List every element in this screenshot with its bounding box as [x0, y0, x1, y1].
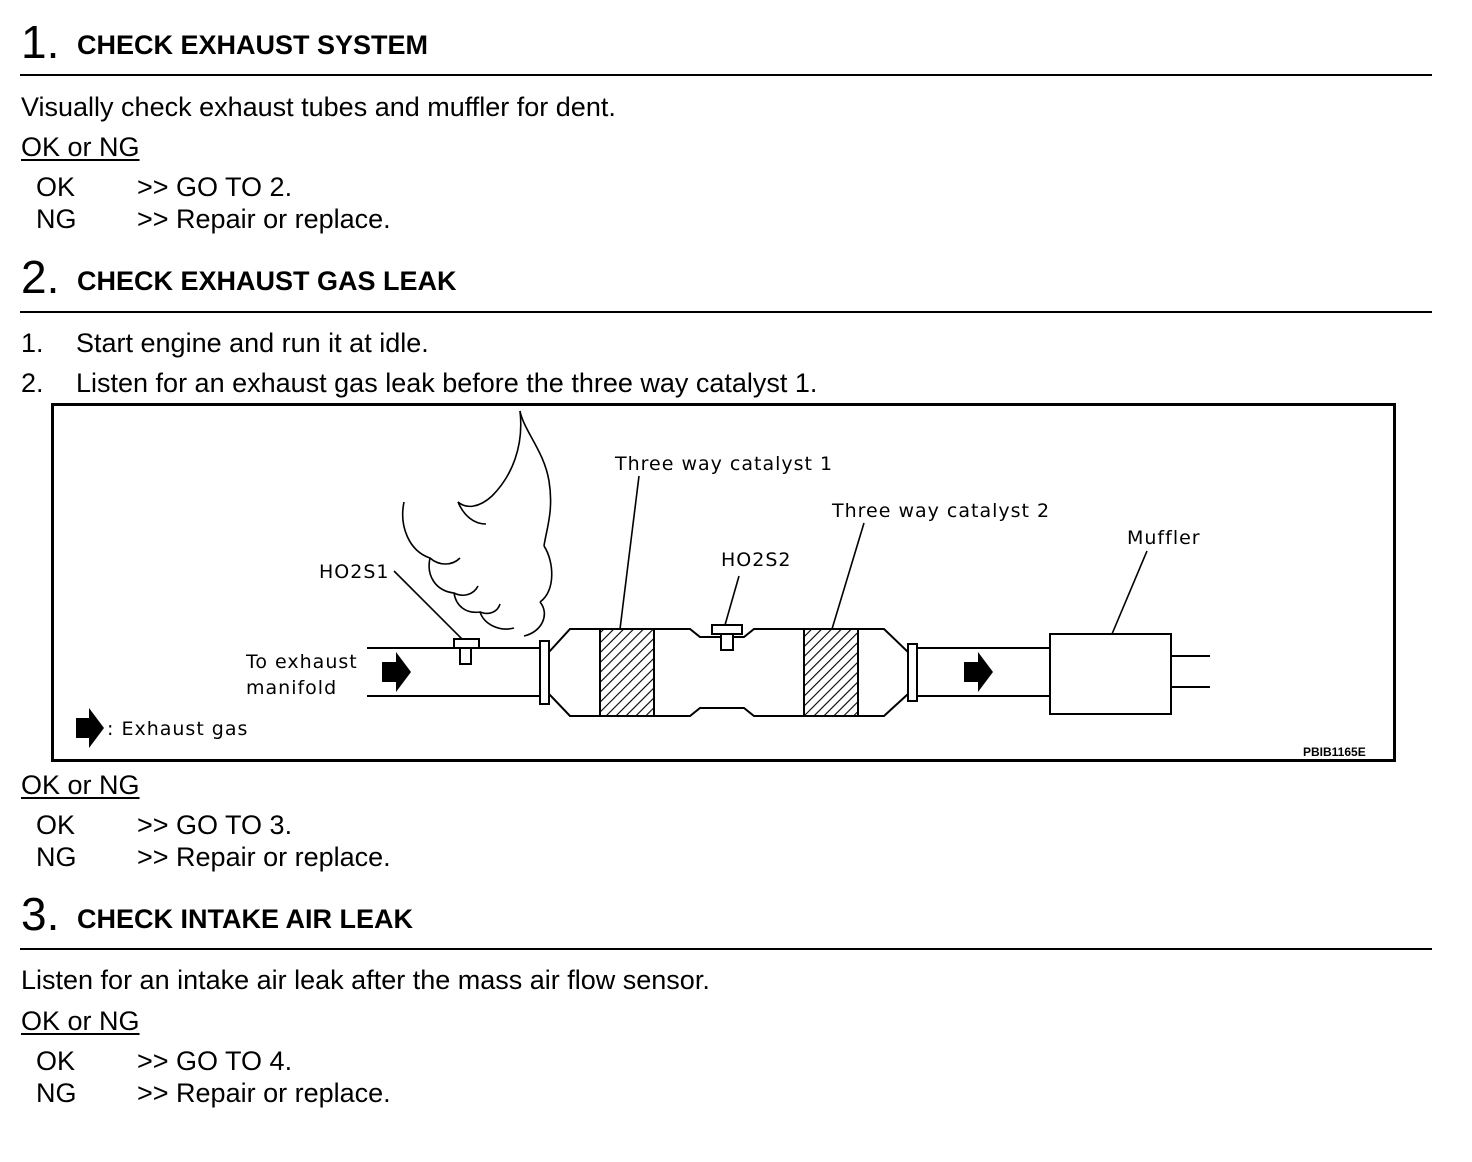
muffler-body: [1049, 633, 1172, 715]
ho2s2-sensor: [711, 624, 743, 651]
result-label: OK: [36, 172, 76, 202]
substep-1-text: Start engine and run it at idle.: [76, 328, 429, 358]
result-label: NG: [36, 1078, 77, 1108]
step-1-result-ng: NG >> Repair or replace.: [0, 204, 600, 234]
step-1-title: CHECK EXHAUST SYSTEM: [77, 30, 429, 60]
catalyst-1-label: Three way catalyst 1: [614, 453, 833, 475]
step-2-okng-heading: OK or NG: [21, 770, 140, 800]
result-label: NG: [36, 204, 77, 234]
result-action: >> Repair or replace.: [137, 204, 391, 234]
result-action: >> Repair or replace.: [137, 842, 391, 872]
catalyst-2-element: [803, 628, 859, 717]
step-3-number: 3.: [21, 888, 60, 940]
smoke-cloud-icon: [402, 410, 553, 637]
step-3-okng-heading: OK or NG: [21, 1006, 140, 1036]
result-action: >> GO TO 3.: [137, 810, 293, 840]
exhaust-arrow-icon: [964, 652, 993, 692]
exhaust-system-diagram: Three way catalyst 1 Three way catalyst …: [51, 403, 1396, 762]
step-1-divider: [20, 74, 1432, 76]
result-label: OK: [36, 810, 76, 840]
result-label: NG: [36, 842, 77, 872]
muffler-label: Muffler: [1127, 527, 1201, 549]
result-action: >> Repair or replace.: [137, 1078, 391, 1108]
step-1-instruction: Visually check exhaust tubes and muffler…: [21, 92, 616, 122]
catalyst-1-element: [599, 628, 655, 717]
manifold-label-line1: To exhaust: [245, 651, 358, 673]
step-2-title: CHECK EXHAUST GAS LEAK: [77, 266, 457, 296]
result-action: >> GO TO 2.: [137, 172, 293, 202]
substep-1-number: 1.: [21, 328, 44, 358]
step-2-number: 2.: [21, 251, 60, 303]
step-3-result-ok: OK >> GO TO 4.: [0, 1046, 600, 1076]
ho2s1-sensor: [453, 638, 480, 665]
exhaust-arrow-icon: [76, 708, 104, 748]
step-1-result-ok: OK >> GO TO 2.: [0, 172, 600, 202]
result-action: >> GO TO 4.: [137, 1046, 293, 1076]
step-2-divider: [20, 311, 1432, 313]
step-3-instruction: Listen for an intake air leak after the …: [21, 965, 710, 995]
figure-code: PBIB1165E: [1303, 745, 1366, 759]
legend-label: : Exhaust gas: [107, 718, 248, 740]
step-1-number: 1.: [21, 16, 60, 68]
ho2s2-label: HO2S2: [721, 549, 791, 571]
manifold-label-line2: manifold: [246, 677, 337, 699]
step-2-result-ng: NG >> Repair or replace.: [0, 842, 600, 872]
catalyst-2-label: Three way catalyst 2: [831, 500, 1050, 522]
result-label: OK: [36, 1046, 76, 1076]
step-3-result-ng: NG >> Repair or replace.: [0, 1078, 600, 1108]
step-2-result-ok: OK >> GO TO 3.: [0, 810, 600, 840]
step-3-divider: [20, 948, 1432, 950]
step-1-okng-heading: OK or NG: [21, 132, 140, 162]
exhaust-arrow-icon: [382, 652, 411, 692]
ho2s1-label: HO2S1: [319, 561, 389, 583]
substep-2-number: 2.: [21, 368, 44, 398]
step-3-title: CHECK INTAKE AIR LEAK: [77, 904, 413, 934]
substep-2-text: Listen for an exhaust gas leak before th…: [76, 368, 818, 398]
